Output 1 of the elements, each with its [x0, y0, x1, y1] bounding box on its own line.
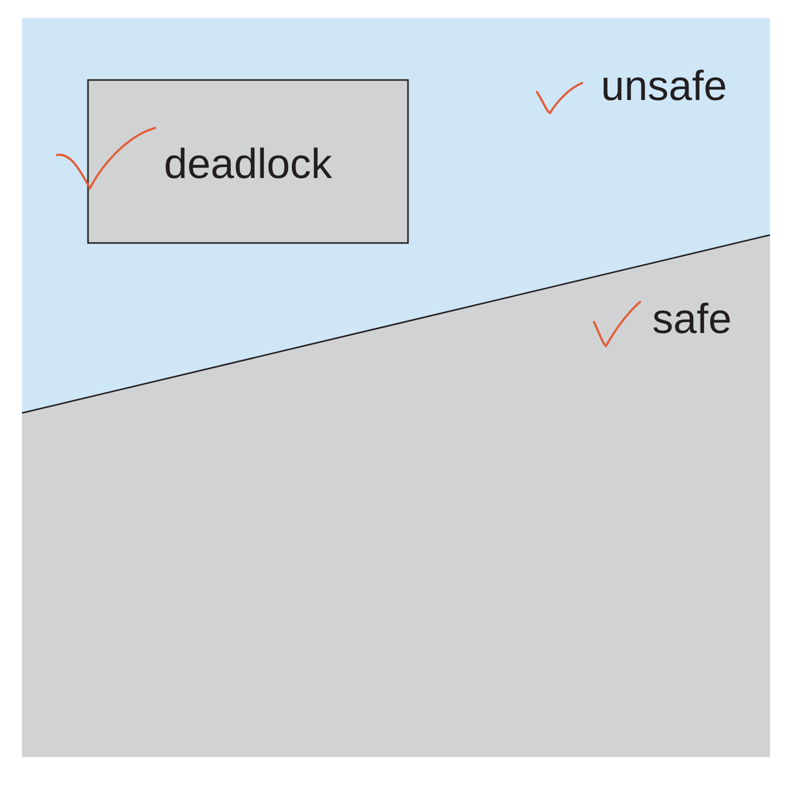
deadlock-box: deadlock [87, 79, 409, 244]
